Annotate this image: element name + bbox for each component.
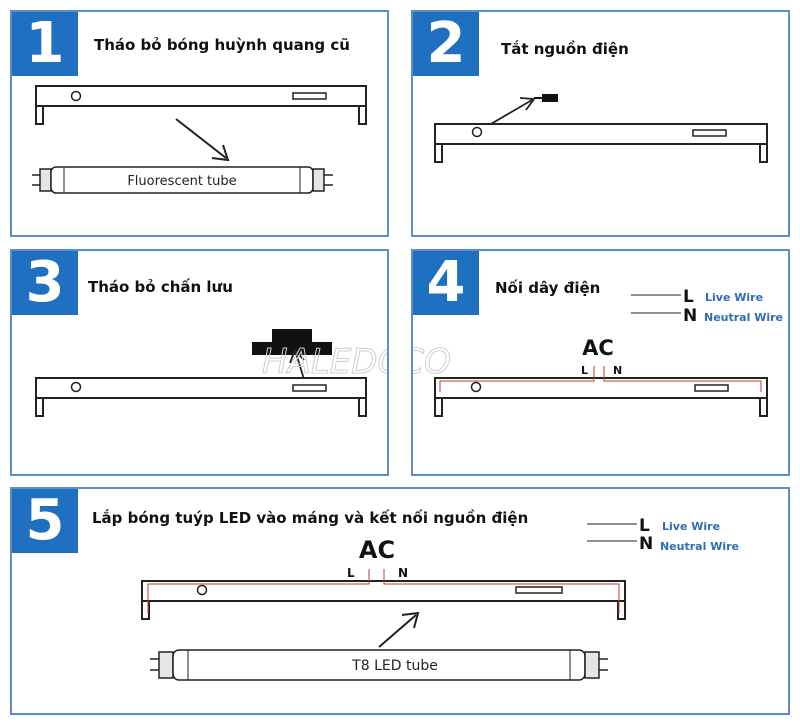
wire-legend: L N Live Wire Neutral Wire [587, 516, 739, 554]
step-title: Lắp bóng tuýp LED vào máng và kết nối ng… [92, 509, 529, 527]
ballast-icon [252, 329, 332, 355]
arrow-icon [378, 611, 420, 648]
legend-live-wire: Live Wire [705, 291, 763, 304]
legend-neutral-wire: Neutral Wire [660, 540, 739, 553]
step-1-panel: 1 Tháo bỏ bóng huỳnh quang cũ Fluorescen… [10, 10, 389, 237]
legend-neutral-wire: Neutral Wire [704, 311, 783, 324]
fixture-housing [434, 123, 768, 163]
legend-n-letter: N [683, 306, 697, 326]
fixture-housing [141, 580, 626, 620]
legend-l-letter: L [639, 516, 650, 536]
n-terminal: N [613, 364, 622, 377]
ac-label: AC [582, 336, 614, 360]
legend-live-wire: Live Wire [662, 520, 720, 533]
watermark: HALEDCO [411, 342, 451, 382]
step-number: 4 [413, 251, 479, 315]
watermark: HALEDCO [262, 342, 389, 382]
n-terminal: N [398, 566, 408, 580]
wire-legend: L N Live Wire Neutral Wire [631, 287, 783, 326]
step-1-figure: Fluorescent tube [32, 85, 367, 194]
wiring-lines [439, 366, 762, 392]
step-title: Tắt nguồn điện [501, 40, 629, 58]
step-2-figure [434, 94, 768, 163]
l-terminal: L [347, 566, 355, 580]
step-number: 5 [12, 489, 78, 553]
step-2-panel: 2 Tắt nguồn điện [411, 10, 790, 237]
legend-n-letter: N [639, 534, 653, 554]
fluorescent-tube-icon: Fluorescent tube [32, 166, 333, 194]
step-title: Nối dây điện [495, 279, 601, 297]
step-title: Tháo bỏ chấn lưu [88, 278, 233, 296]
tube-label: T8 LED tube [351, 658, 438, 674]
wiring-lines [147, 569, 620, 614]
l-terminal: L [581, 364, 588, 377]
fixture-housing [35, 85, 367, 125]
tube-label: Fluorescent tube [127, 174, 236, 189]
step-3-panel: 3 Tháo bỏ chấn lưu HALEDCO [10, 249, 389, 476]
step-title: Tháo bỏ bóng huỳnh quang cũ [94, 36, 350, 54]
fixture-housing [434, 377, 768, 417]
fixture-housing [35, 377, 367, 417]
power-switch-icon [534, 94, 558, 102]
step-number: 2 [413, 12, 479, 76]
led-tube-icon: T8 LED tube [150, 649, 608, 681]
legend-l-letter: L [683, 287, 694, 307]
step-number: 3 [12, 251, 78, 315]
step-3-figure: HALEDCO [35, 329, 389, 417]
arrow-icon [175, 118, 230, 162]
step-5-figure: L N Live Wire Neutral Wire AC L N [141, 516, 739, 681]
ac-label: AC [359, 536, 395, 564]
step-number: 1 [12, 12, 78, 76]
step-5-panel: 5 Lắp bóng tuýp LED vào máng và kết nối … [10, 487, 790, 715]
step-4-figure: HALEDCO L N Live Wire Neutral Wire AC L … [411, 287, 783, 417]
step-4-panel: 4 Nối dây điện HALEDCO L N Live Wire Neu… [411, 249, 790, 476]
